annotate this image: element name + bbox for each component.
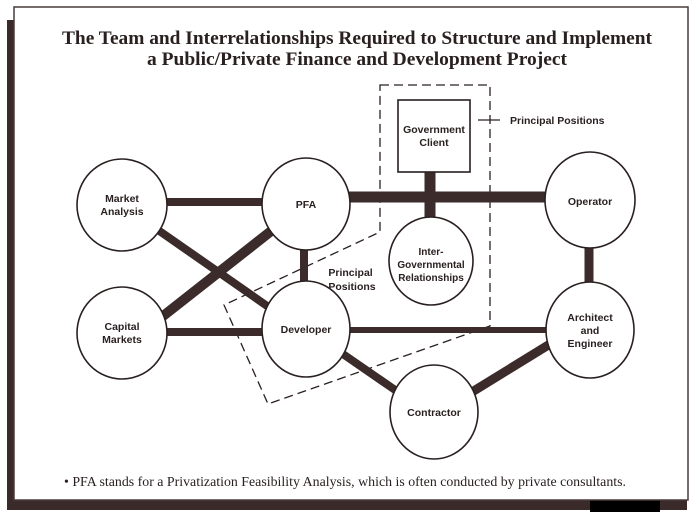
svg-text:Contractor: Contractor [407,407,461,419]
node-contractor: Contractor [389,364,479,460]
frame [13,6,689,501]
principal-positions-inner-label: Principal Positions [328,267,375,293]
svg-text:PFA: PFA [296,199,317,211]
node-operator: Operator [544,151,636,249]
frame-shadow-left [7,20,15,510]
footnote: • PFA stands for a Privatization Feasibi… [64,474,626,489]
edge-capital-pfa [154,224,279,324]
node-pfa: PFA [261,157,351,251]
frame-shadow-block [590,500,660,512]
svg-text:Developer: Developer [281,324,332,336]
principal-positions-label: Principal Positions [510,115,605,127]
edge-contractor-architect [469,340,553,396]
frame-shadow-bottom [7,500,687,510]
svg-text:Operator: Operator [568,196,612,208]
edge-developer-contractor [337,348,401,396]
title-line-2: a Public/Private Finance and Development… [147,49,568,70]
edge-market-developer [155,226,273,312]
node-developer: Developer [261,280,351,378]
title-line-1: The Team and Interrelationships Required… [62,28,653,49]
